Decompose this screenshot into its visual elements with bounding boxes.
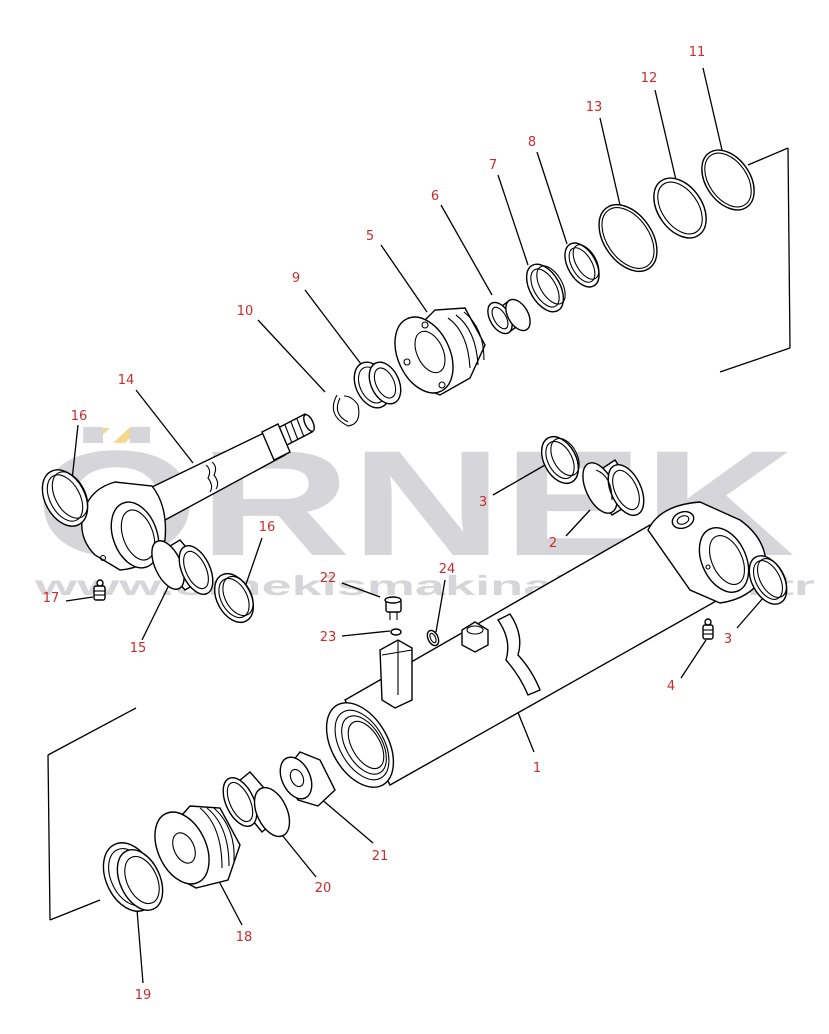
piston-18 [154, 805, 241, 889]
part-label: 14 [118, 373, 135, 388]
part-label: 16 [71, 409, 88, 424]
part-label: 13 [586, 100, 603, 115]
plug-22 [384, 596, 402, 620]
part-label: 7 [489, 158, 497, 173]
piston-rod-14 [81, 413, 315, 571]
rod-seal-9 [353, 361, 402, 409]
part-label: 19 [135, 988, 152, 1003]
backup-ring-12 [653, 177, 707, 239]
piston-seal-19 [102, 842, 164, 912]
ring-8 [564, 242, 600, 288]
part-label: 1 [533, 761, 541, 776]
part-label: 2 [549, 536, 557, 551]
wear-ring-20 [222, 771, 291, 838]
o-ring-11 [701, 149, 755, 211]
reference-bracket-lower [47, 707, 137, 921]
part-label: 24 [439, 562, 456, 577]
grease-fitting-4 [702, 618, 714, 640]
part-label: 5 [366, 229, 374, 244]
part-label: 9 [292, 271, 300, 286]
dust-seal-16-left [41, 469, 89, 527]
part-label: 15 [130, 641, 147, 656]
part-label: 3 [724, 632, 732, 647]
part-label: 16 [259, 520, 276, 535]
grease-fitting-17 [93, 579, 106, 601]
bushing-2 [582, 459, 645, 516]
cylinder-head-5 [394, 307, 486, 396]
part-label: 11 [689, 45, 706, 60]
bushing-6 [487, 298, 531, 335]
reference-bracket-upper [719, 147, 791, 373]
seal-ring-7 [525, 263, 566, 313]
part-label: 17 [43, 591, 60, 606]
washer-23 [390, 628, 402, 636]
o-ring-13 [598, 204, 658, 272]
dust-seal-3-right [748, 555, 788, 605]
dust-seal-3-top [540, 435, 580, 485]
part-label: 6 [431, 189, 439, 204]
o-ring-24 [426, 629, 440, 647]
part-label: 20 [315, 881, 332, 896]
dust-seal-16-middle [213, 572, 255, 624]
part-label: 4 [667, 679, 675, 694]
leader-lines [65, 67, 764, 984]
part-label: 18 [236, 930, 253, 945]
bushing-15 [151, 539, 214, 595]
watermark-accent-mark [82, 428, 110, 443]
part-label: 8 [528, 135, 536, 150]
snap-ring-10 [332, 394, 360, 427]
part-labels: 11 12 13 8 7 6 5 9 10 14 16 16 3 2 17 22… [43, 45, 732, 1003]
piston-nut-21 [279, 751, 336, 807]
watermark-accent-mark [113, 428, 141, 443]
part-label: 21 [372, 849, 389, 864]
part-label: 22 [320, 571, 337, 586]
part-label: 10 [237, 304, 254, 319]
part-label: 3 [479, 495, 487, 510]
part-label: 12 [641, 71, 658, 86]
parts [41, 147, 791, 921]
part-label: 23 [320, 630, 337, 645]
cylinder-tube-1 [325, 501, 767, 788]
